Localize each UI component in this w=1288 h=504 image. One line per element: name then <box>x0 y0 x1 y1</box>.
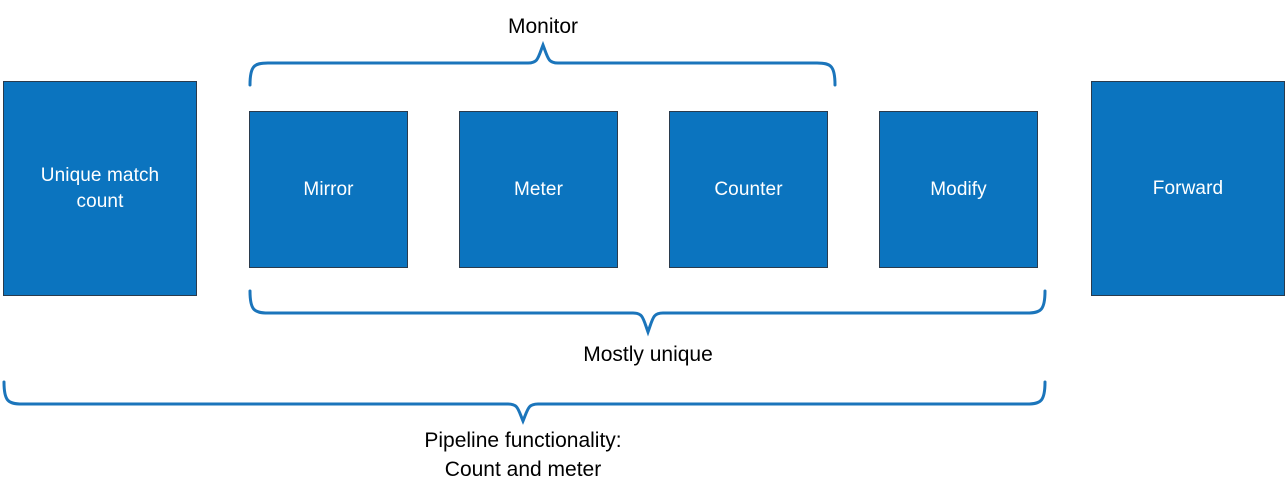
brace-label-pipeline-functionality: Pipeline functionality: Count and meter <box>424 429 622 481</box>
stage-box-unique-match-count[interactable]: Unique match count <box>3 81 197 296</box>
stage-box-label: Forward <box>1152 177 1224 199</box>
brace-pipeline-functionality-icon <box>2 380 1047 425</box>
stage-box-label: Unique match count <box>40 164 160 212</box>
brace-label-mostly-unique: Mostly unique <box>583 343 713 366</box>
brace-label-monitor: Monitor <box>507 15 579 38</box>
stage-box-label: Counter <box>714 178 783 200</box>
brace-mostly-unique-icon <box>248 289 1047 337</box>
stage-box-label: Modify <box>930 178 987 200</box>
stage-box-counter[interactable]: Counter <box>669 111 828 268</box>
stage-box-label: Mirror <box>303 178 354 200</box>
stage-box-mirror[interactable]: Mirror <box>249 111 408 268</box>
stage-box-meter[interactable]: Meter <box>459 111 618 268</box>
stage-box-modify[interactable]: Modify <box>879 111 1038 268</box>
stage-box-forward[interactable]: Forward <box>1091 81 1285 296</box>
stage-box-label: Meter <box>513 178 564 200</box>
brace-monitor-icon <box>248 40 837 87</box>
